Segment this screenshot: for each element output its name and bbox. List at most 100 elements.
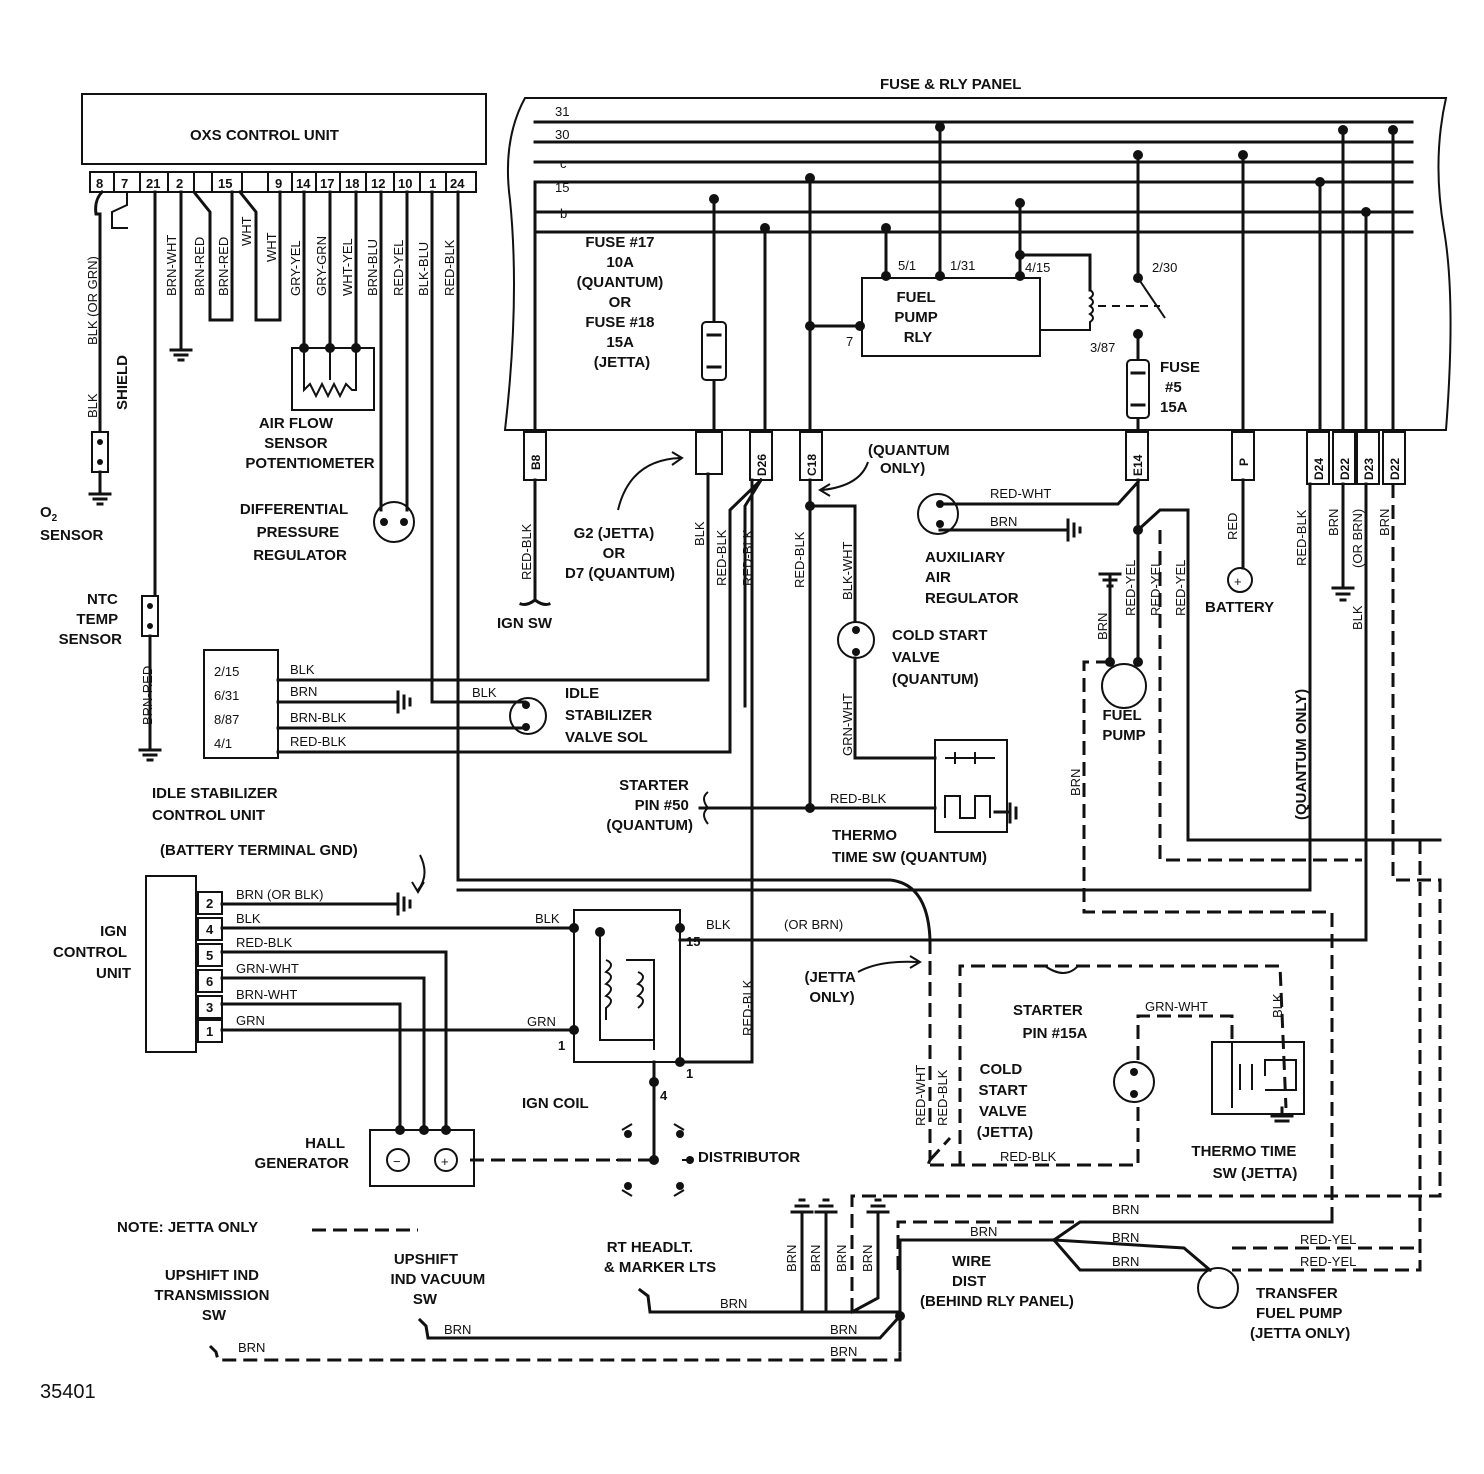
auxiliary-air-regulator bbox=[917, 479, 1141, 542]
svg-text:15: 15 bbox=[218, 176, 232, 191]
svg-text:BRN-WHT: BRN-WHT bbox=[164, 235, 179, 296]
shield-label: SHIELD bbox=[114, 355, 131, 410]
svg-text:9: 9 bbox=[275, 176, 282, 191]
conn-d26: D26 bbox=[755, 454, 769, 476]
bottom-grounds bbox=[208, 1198, 1056, 1362]
note-label: NOTE: JETTA ONLY bbox=[117, 1219, 258, 1236]
svg-text:BRN: BRN bbox=[1112, 1254, 1139, 1269]
battery-label: BATTERY bbox=[1205, 599, 1274, 616]
svg-text:6/31: 6/31 bbox=[214, 688, 239, 703]
fuel-pump-rly-label: FUEL PUMP RLY bbox=[894, 289, 941, 346]
relay-coil bbox=[1040, 289, 1094, 331]
hall-generator: − + bbox=[369, 1125, 650, 1187]
bus-junctions bbox=[709, 122, 1398, 233]
battery: + bbox=[1227, 478, 1253, 593]
bus-31-label: 31 bbox=[555, 104, 569, 119]
ign-sw-wire bbox=[519, 478, 551, 606]
diff-pressure-label: DIFFERENTIAL PRESSURE REGULATOR bbox=[240, 501, 352, 564]
air-flow-sensor bbox=[291, 343, 375, 411]
svg-text:BRN: BRN bbox=[830, 1322, 857, 1337]
svg-text:BLK: BLK bbox=[692, 521, 707, 546]
svg-text:BRN: BRN bbox=[1095, 613, 1110, 640]
upshift-trans-label: UPSHIFT IND TRANSMISSION SW bbox=[154, 1267, 273, 1324]
svg-text:RED-BLK: RED-BLK bbox=[442, 239, 457, 296]
rly-pin-2-30: 2/30 bbox=[1152, 260, 1177, 275]
svg-text:BRN-RED: BRN-RED bbox=[140, 666, 155, 725]
fuse-5-label: FUSE #5 15A bbox=[1160, 359, 1204, 416]
svg-text:BRN: BRN bbox=[1326, 509, 1341, 536]
svg-text:RED-YEL: RED-YEL bbox=[1300, 1232, 1356, 1247]
conn-c18: C18 bbox=[805, 454, 819, 476]
svg-text:24: 24 bbox=[450, 176, 465, 191]
svg-text:14: 14 bbox=[296, 176, 311, 191]
svg-text:GRY-GRN: GRY-GRN bbox=[314, 236, 329, 296]
svg-text:WHT: WHT bbox=[264, 232, 279, 262]
svg-text:−: − bbox=[393, 1154, 401, 1169]
rly-pin-4-15: 4/15 bbox=[1025, 260, 1050, 275]
bus-lines bbox=[533, 120, 1414, 234]
svg-text:GRN: GRN bbox=[236, 1013, 265, 1028]
svg-text:GRN-WHT: GRN-WHT bbox=[236, 961, 299, 976]
oxs-wire-labels: BLK (OR GRN) BLK BRN-WHT BRN-RED BRN-RED… bbox=[85, 216, 457, 725]
conn-d23: D23 bbox=[1362, 458, 1376, 480]
air-flow-sensor-label: AIR FLOW SENSOR POTENTIOMETER bbox=[245, 415, 374, 472]
oxs-pin-strip bbox=[89, 171, 477, 193]
svg-text:BRN: BRN bbox=[808, 1245, 823, 1272]
svg-text:BLK: BLK bbox=[290, 662, 315, 677]
svg-text:BRN: BRN bbox=[444, 1322, 471, 1337]
jetta-wire-labels: RED-WHT RED-BLK RED-BLK GRN-WHT BLK bbox=[913, 993, 1285, 1164]
svg-text:BRN: BRN bbox=[1068, 769, 1083, 796]
transfer-pump-label: TRANSFER FUEL PUMP (JETTA ONLY) bbox=[1250, 1285, 1350, 1342]
svg-text:10: 10 bbox=[398, 176, 412, 191]
g2-arrow bbox=[617, 451, 684, 511]
wire-dist-fan bbox=[1051, 1220, 1420, 1309]
svg-text:BLK: BLK bbox=[236, 911, 261, 926]
cold-start-quantum-label: COLD START VALVE (QUANTUM) bbox=[892, 627, 992, 688]
conn-e14: E14 bbox=[1131, 454, 1145, 476]
o2-sensor-label: O2 SENSOR bbox=[40, 504, 104, 544]
battery-red-wire: RED bbox=[1225, 513, 1240, 540]
svg-text:BLK: BLK bbox=[1350, 605, 1365, 630]
svg-text:GRN-WHT: GRN-WHT bbox=[840, 693, 855, 756]
idle-stab-wires bbox=[276, 472, 764, 754]
oxs-control-unit-label: OXS CONTROL UNIT bbox=[190, 127, 339, 144]
aux-air-red-wht: RED-WHT bbox=[990, 486, 1051, 501]
aux-air-brn: BRN bbox=[990, 514, 1017, 529]
svg-text:WHT-YEL: WHT-YEL bbox=[340, 238, 355, 296]
g2-d7-label: G2 (JETTA) OR D7 (QUANTUM) bbox=[565, 525, 675, 582]
svg-text:BRN: BRN bbox=[290, 684, 317, 699]
jetta-only-callout: (JETTA ONLY) bbox=[804, 969, 859, 1006]
fuse-rly-panel-title: FUSE & RLY PANEL bbox=[880, 76, 1021, 93]
fuse-17-label: FUSE #17 10A (QUANTUM) OR FUSE #18 15A (… bbox=[577, 234, 668, 371]
battery-gnd-arrow bbox=[411, 854, 426, 894]
fuse-17 bbox=[701, 321, 727, 381]
svg-text:BRN: BRN bbox=[970, 1224, 997, 1239]
hall-generator-label: HALL GENERATOR bbox=[255, 1135, 350, 1172]
ntc-label: NTC TEMP SENSOR bbox=[59, 591, 123, 648]
svg-text:BRN: BRN bbox=[860, 1245, 875, 1272]
thermo-time-sw-quantum bbox=[934, 739, 1018, 833]
svg-text:4: 4 bbox=[660, 1088, 668, 1103]
starter-50-label: STARTER PIN #50 (QUANTUM) bbox=[606, 777, 693, 834]
svg-text:3: 3 bbox=[206, 1000, 213, 1015]
svg-text:RED-BLK: RED-BLK bbox=[290, 734, 347, 749]
svg-text:8: 8 bbox=[96, 176, 103, 191]
svg-text:BLK: BLK bbox=[706, 917, 731, 932]
svg-text:8/87: 8/87 bbox=[214, 712, 239, 727]
svg-text:BRN: BRN bbox=[238, 1340, 265, 1355]
bottom-wire-labels: BRN BRN BRN BRN BRN BRN BRN BRN BRN BRN … bbox=[238, 1202, 1356, 1359]
svg-text:RED-YEL: RED-YEL bbox=[1123, 560, 1138, 616]
relay-switch bbox=[1137, 277, 1166, 319]
ign-pin-boxes bbox=[197, 891, 223, 1043]
quantum-only-callout: (QUANTUM ONLY) bbox=[868, 442, 954, 477]
oxs-control-unit bbox=[81, 93, 487, 165]
svg-text:RED-YEL: RED-YEL bbox=[1300, 1254, 1356, 1269]
svg-text:5: 5 bbox=[206, 948, 213, 963]
cold-start-valve-jetta bbox=[1113, 1061, 1155, 1103]
ign-wire-labels: BRN (OR BLK) BLK RED-BLK GRN-WHT BRN-WHT… bbox=[236, 887, 843, 1036]
svg-text:BRN: BRN bbox=[1112, 1230, 1139, 1245]
svg-text:12: 12 bbox=[371, 176, 385, 191]
svg-text:BRN-BLU: BRN-BLU bbox=[365, 239, 380, 296]
fuel-pump-wiring bbox=[896, 478, 1442, 1270]
